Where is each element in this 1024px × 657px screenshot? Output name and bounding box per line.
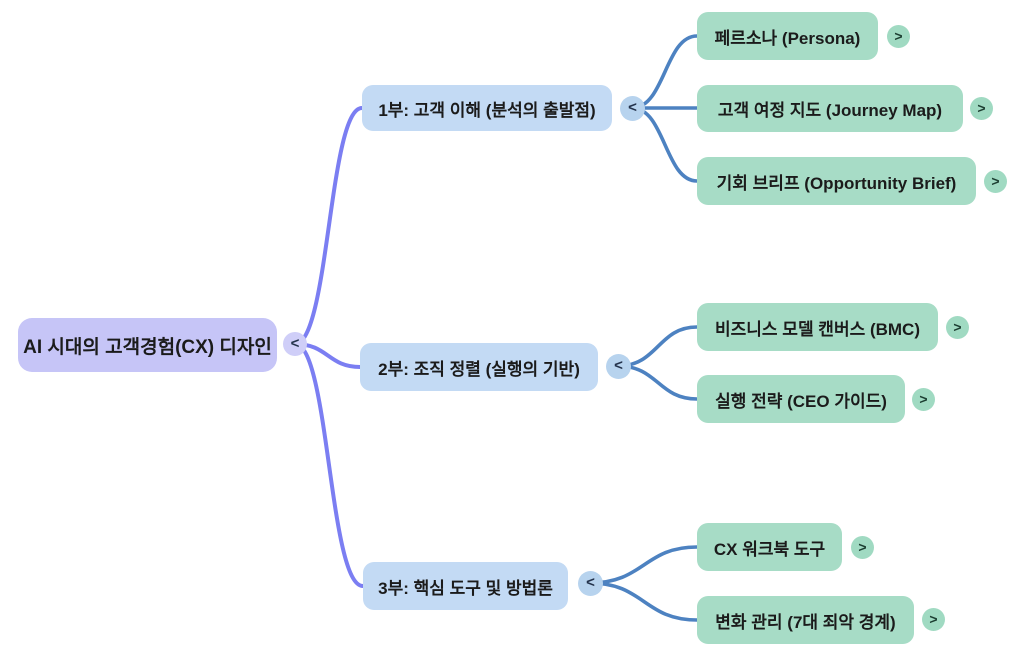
- leaf-node-persona[interactable]: 페르소나 (Persona): [697, 12, 878, 60]
- leaf-node-opportunity-brief[interactable]: 기회 브리프 (Opportunity Brief): [697, 157, 976, 205]
- leaf-node-journey-map[interactable]: 고객 여정 지도 (Journey Map): [697, 85, 963, 132]
- chevron-left-icon: <: [628, 99, 637, 116]
- leaf-node-cx-workbook[interactable]: CX 워크북 도구: [697, 523, 842, 571]
- chevron-right-icon: >: [929, 610, 938, 627]
- chevron-left-icon: <: [586, 574, 595, 591]
- branch-node-1[interactable]: 1부: 고객 이해 (분석의 출발점): [362, 85, 612, 131]
- chevron-left-icon: <: [290, 334, 300, 352]
- leaf-change-management-expand-toggle[interactable]: >: [922, 608, 945, 631]
- leaf-node-journey-map-label: 고객 여정 지도 (Journey Map): [717, 101, 943, 120]
- chevron-right-icon: >: [953, 318, 962, 335]
- leaf-node-change-management-label: 변화 관리 (7대 죄악 경계): [715, 612, 896, 632]
- branch-node-3[interactable]: 3부: 핵심 도구 및 방법론: [363, 562, 568, 610]
- branch-2-collapse-toggle[interactable]: <: [606, 354, 631, 379]
- branch-1-collapse-toggle[interactable]: <: [620, 96, 645, 121]
- root-node[interactable]: AI 시대의 고객경험(CX) 디자인: [18, 318, 277, 372]
- link-branch1-leaf3: [630, 106, 699, 183]
- chevron-right-icon: >: [991, 172, 1000, 189]
- branch-node-2-label: 2부: 조직 정렬 (실행의 기반): [378, 359, 580, 379]
- link-branch3-leaf1: [588, 545, 699, 585]
- chevron-right-icon: >: [919, 390, 928, 407]
- leaf-node-opportunity-brief-label: 기회 브리프 (Opportunity Brief): [716, 173, 957, 193]
- link-branch2-leaf1: [616, 325, 699, 368]
- chevron-right-icon: >: [858, 538, 867, 555]
- leaf-node-cx-workbook-label: CX 워크북 도구: [713, 539, 826, 559]
- root-node-label: AI 시대의 고객경험(CX) 디자인: [23, 336, 272, 358]
- leaf-bmc-expand-toggle[interactable]: >: [946, 316, 969, 339]
- branch-node-1-label: 1부: 고객 이해 (분석의 출발점): [378, 100, 596, 120]
- branch-node-2[interactable]: 2부: 조직 정렬 (실행의 기반): [360, 343, 598, 391]
- leaf-node-ceo-guide[interactable]: 실행 전략 (CEO 가이드): [697, 375, 905, 423]
- leaf-node-change-management[interactable]: 변화 관리 (7대 죄악 경계): [697, 596, 914, 644]
- link-branch3-leaf2: [588, 581, 699, 622]
- leaf-node-persona-label: 페르소나 (Persona): [714, 28, 861, 48]
- link-root-branch3: [293, 342, 365, 588]
- leaf-cx-workbook-expand-toggle[interactable]: >: [851, 536, 874, 559]
- chevron-right-icon: >: [894, 27, 903, 44]
- leaf-persona-expand-toggle[interactable]: >: [887, 25, 910, 48]
- leaf-opportunity-brief-expand-toggle[interactable]: >: [984, 170, 1007, 193]
- branch-3-collapse-toggle[interactable]: <: [578, 571, 603, 596]
- leaf-node-bmc[interactable]: 비즈니스 모델 캔버스 (BMC): [697, 303, 938, 351]
- chevron-left-icon: <: [614, 357, 623, 374]
- link-root-branch1: [293, 106, 364, 346]
- branch-node-3-label: 3부: 핵심 도구 및 방법론: [378, 578, 553, 598]
- root-collapse-toggle[interactable]: <: [283, 332, 307, 356]
- leaf-journey-map-expand-toggle[interactable]: >: [970, 97, 993, 120]
- leaf-node-bmc-label: 비즈니스 모델 캔버스 (BMC): [715, 319, 920, 339]
- leaf-node-ceo-guide-label: 실행 전략 (CEO 가이드): [715, 391, 887, 411]
- link-branch1-leaf1: [630, 34, 699, 110]
- leaf-ceo-guide-expand-toggle[interactable]: >: [912, 388, 935, 411]
- chevron-right-icon: >: [977, 99, 986, 116]
